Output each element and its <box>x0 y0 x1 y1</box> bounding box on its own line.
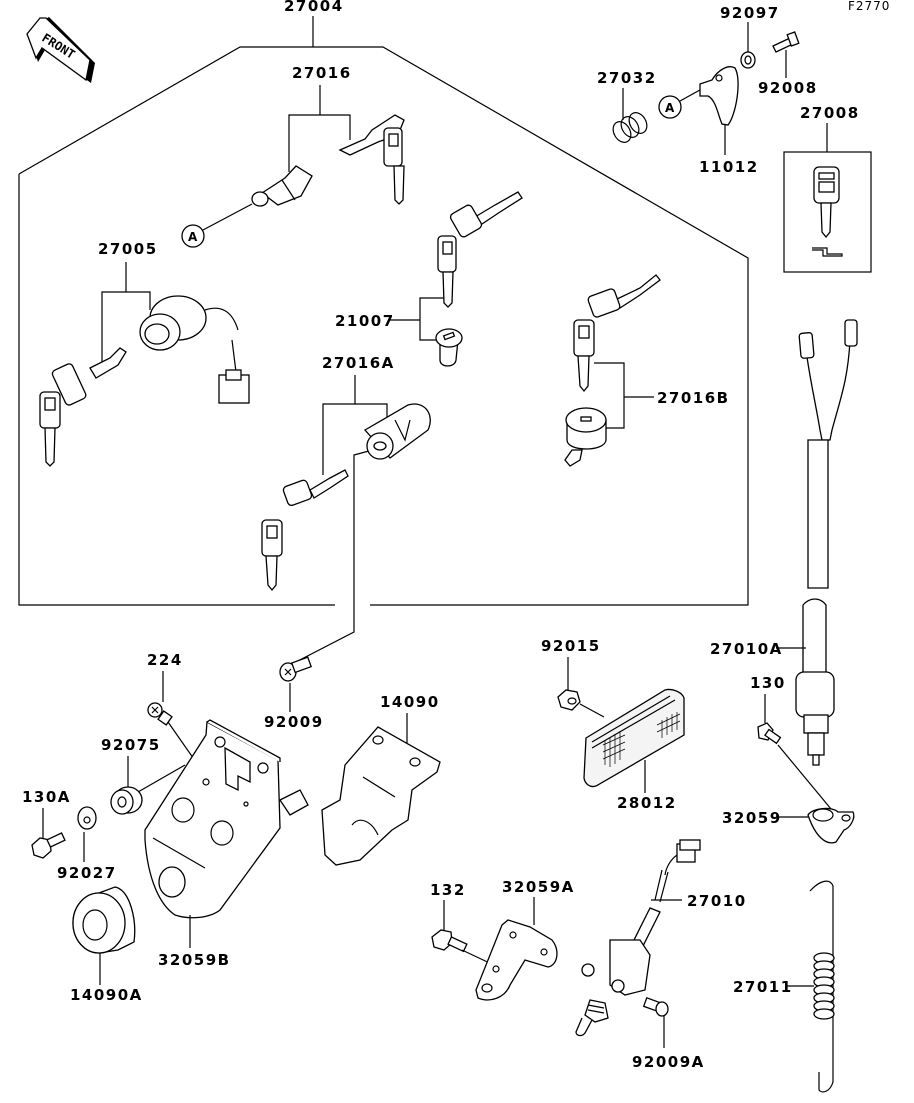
part-label-32059a[interactable]: 32059A <box>502 878 575 896</box>
key-pair-27016a <box>261 469 349 592</box>
key-pair-21007 <box>437 191 523 308</box>
reference-marker-label-right: A <box>665 101 675 115</box>
screw-224 <box>147 702 173 726</box>
bracket-32059b <box>144 719 309 919</box>
leader-27005 <box>101 262 151 365</box>
ignition-switch-27005 <box>139 295 250 404</box>
leader-27016a <box>289 375 388 666</box>
switch-27010 <box>575 839 701 1037</box>
collar-92027 <box>77 806 97 830</box>
bolt-130a <box>31 832 66 859</box>
cover-14090 <box>321 726 441 866</box>
part-label-11012[interactable]: 11012 <box>699 158 759 176</box>
part-label-92008[interactable]: 92008 <box>758 79 818 97</box>
reference-line-130 <box>777 744 837 816</box>
front-arrow-icon: FRONT <box>26 17 95 83</box>
leader-27016 <box>288 85 351 172</box>
part-label-27016a[interactable]: 27016A <box>322 354 395 372</box>
part-label-27008[interactable]: 27008 <box>800 104 860 122</box>
part-label-92097[interactable]: 92097 <box>720 4 780 22</box>
reference-marker-a-right <box>658 95 682 119</box>
bracket-32059a <box>475 919 558 1001</box>
reference-line-92015 <box>579 703 605 718</box>
part-label-92075[interactable]: 92075 <box>101 736 161 754</box>
clamp-32059 <box>807 807 855 844</box>
part-label-92027[interactable]: 92027 <box>57 864 117 882</box>
part-label-14090a[interactable]: 14090A <box>70 986 143 1004</box>
part-label-92009a[interactable]: 92009A <box>632 1053 705 1071</box>
spring-27011 <box>809 880 835 1093</box>
screw-92009a <box>642 997 669 1017</box>
part-label-32059b[interactable]: 32059B <box>158 951 231 969</box>
part-label-130a[interactable]: 130A <box>22 788 71 806</box>
plate-11012 <box>699 66 739 126</box>
reference-line-a-left <box>202 203 253 231</box>
bolt-92008 <box>772 31 800 53</box>
cover-14090a <box>72 886 136 954</box>
part-label-132[interactable]: 132 <box>430 881 466 899</box>
part-label-130[interactable]: 130 <box>750 674 786 692</box>
part-label-27016b[interactable]: 27016B <box>657 389 730 407</box>
washer-92097-hole <box>744 55 752 65</box>
lock-cylinder-27016a <box>363 403 431 460</box>
lock-cylinder-27016 <box>251 165 313 207</box>
part-label-27010a[interactable]: 27010A <box>710 640 783 658</box>
key-pair-27016b <box>573 274 661 393</box>
part-label-27016[interactable]: 27016 <box>292 64 352 82</box>
screw-92009 <box>279 656 313 682</box>
seat-lock-27016b <box>564 407 607 467</box>
reflector-28012 <box>583 688 685 788</box>
reference-marker-a-left <box>181 224 205 248</box>
nut-92015 <box>557 689 581 711</box>
reference-line-92075 <box>137 764 186 793</box>
bolt-132 <box>431 929 468 953</box>
part-label-92015[interactable]: 92015 <box>541 637 601 655</box>
key-pair-27005 <box>39 347 127 467</box>
blank-key-27008 <box>783 151 872 273</box>
figure-id: F2770 <box>848 0 890 13</box>
spring-27032 <box>612 112 648 143</box>
leader-21007 <box>388 297 445 341</box>
part-label-32059[interactable]: 32059 <box>722 809 782 827</box>
assembly-outline-27004 <box>18 16 749 606</box>
part-label-224[interactable]: 224 <box>147 651 183 669</box>
part-label-28012[interactable]: 28012 <box>617 794 677 812</box>
grommet-92075 <box>110 786 143 815</box>
part-label-21007[interactable]: 21007 <box>335 312 395 330</box>
part-label-14090[interactable]: 14090 <box>380 693 440 711</box>
reference-marker-label: A <box>188 230 198 244</box>
part-label-27004[interactable]: 27004 <box>284 0 344 15</box>
key-pair-27016 <box>338 114 405 205</box>
part-label-27032[interactable]: 27032 <box>597 69 657 87</box>
part-label-27010[interactable]: 27010 <box>687 892 747 910</box>
bolt-130 <box>757 722 782 745</box>
part-label-92009[interactable]: 92009 <box>264 713 324 731</box>
part-label-27005[interactable]: 27005 <box>98 240 158 258</box>
leader-27016b <box>594 362 654 429</box>
seat-lock-21007 <box>435 328 463 367</box>
part-label-27011[interactable]: 27011 <box>733 978 793 996</box>
wire-harness-27010a <box>795 319 858 766</box>
